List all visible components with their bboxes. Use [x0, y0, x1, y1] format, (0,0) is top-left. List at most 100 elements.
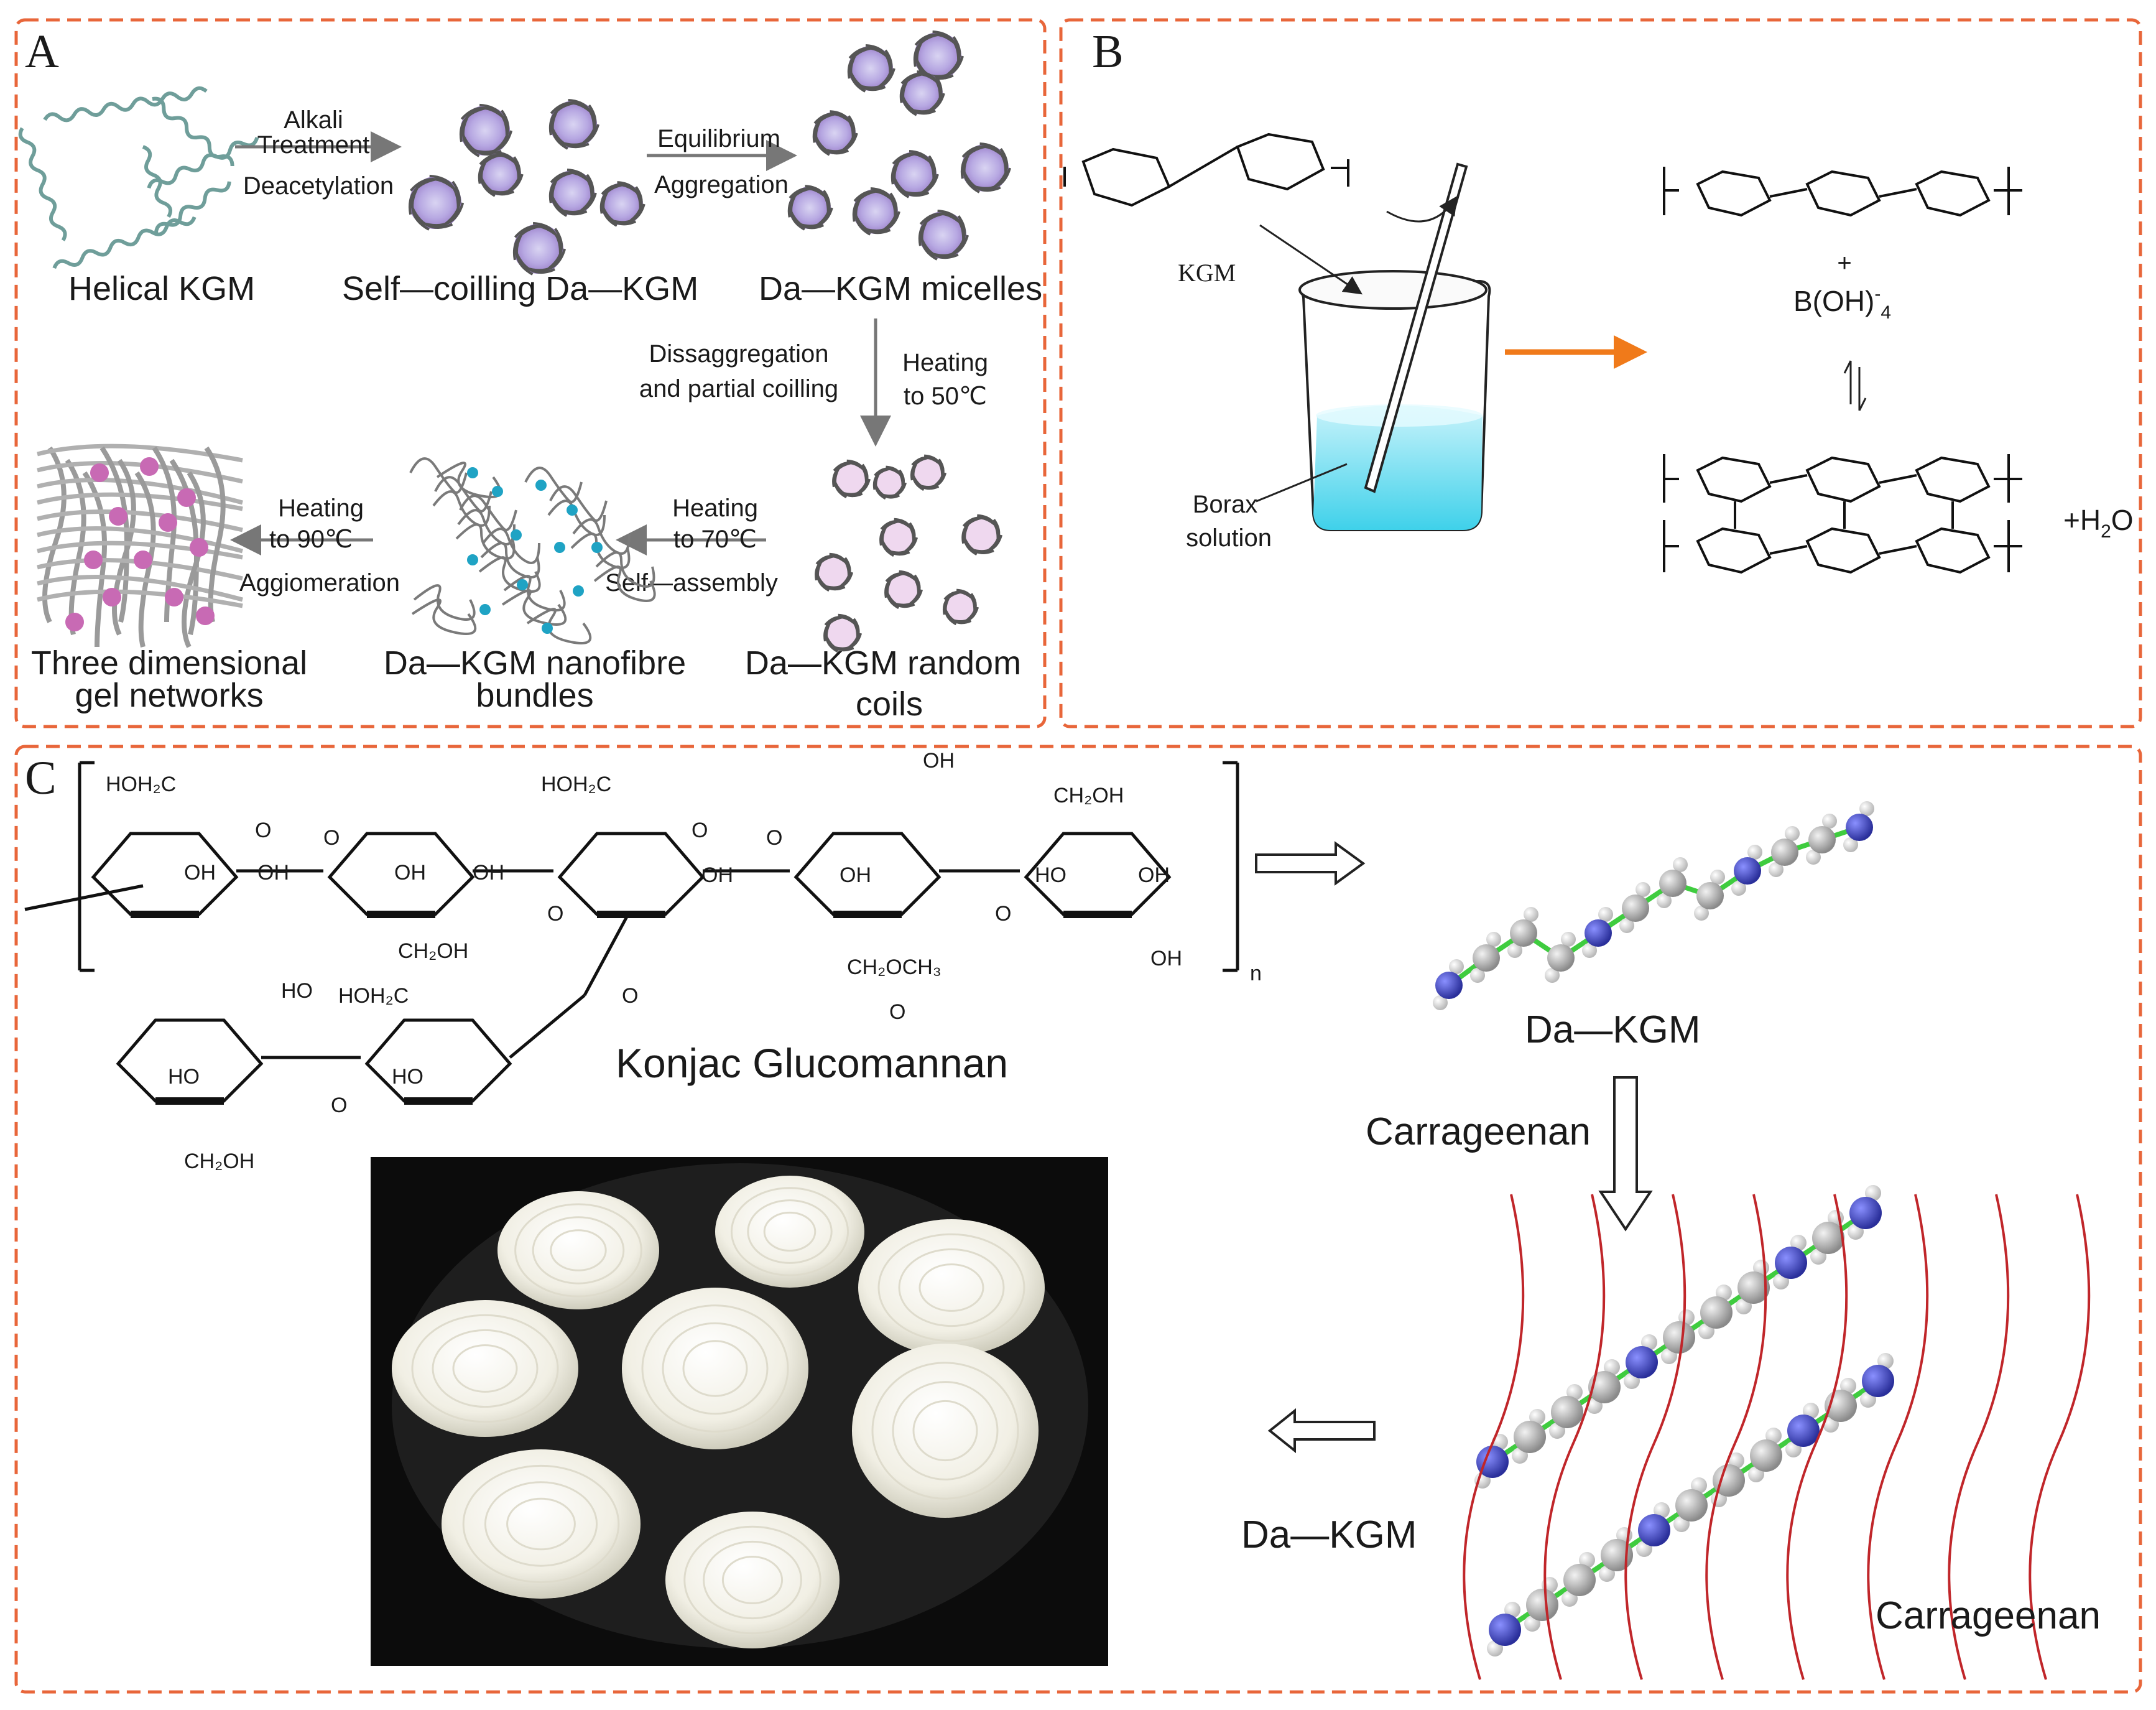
coil-particle	[478, 151, 524, 197]
step5-line3: Aggiomeration	[239, 569, 400, 597]
micelles-label: Da—KGM micelles	[759, 270, 1042, 307]
sugar-ring	[557, 832, 705, 916]
gel-strand	[37, 557, 243, 581]
formula-group: O	[547, 902, 563, 926]
micelle	[787, 185, 833, 231]
hydrogen-atom	[1765, 1428, 1782, 1444]
nitrogen-atom	[1585, 919, 1612, 947]
hydrogen-atom	[1598, 907, 1613, 922]
step3-right-line1: Heating	[902, 349, 988, 376]
micelle	[960, 142, 1011, 193]
gel-node	[196, 606, 215, 625]
hydrogen-atom	[1728, 1452, 1744, 1469]
da-kgm-carrageenan-complex	[1463, 1185, 2091, 1680]
formula-group: O	[766, 826, 782, 850]
glycosidic-bond	[509, 994, 586, 1059]
formula-group: O	[331, 1094, 347, 1117]
formula-group: OH	[923, 749, 955, 773]
gel-node	[165, 588, 183, 606]
formula-group: O	[889, 1000, 905, 1024]
carbon-atom	[1510, 919, 1537, 947]
gel-strand	[37, 478, 243, 505]
gummy-candy	[665, 1512, 840, 1648]
random-coil	[879, 518, 918, 557]
step4-line3: Self—assembly	[605, 569, 778, 597]
nitrogen-atom	[1476, 1446, 1509, 1478]
formula-group: OH	[1138, 863, 1170, 887]
crosslinked-chain	[1663, 454, 2022, 574]
formula-group: CH₂OH	[1053, 784, 1124, 807]
random-coils-line1: Da—KGM random	[745, 644, 1021, 682]
panel-b-letter: B	[1092, 26, 1124, 78]
borate-ion: B(OH)-4	[1793, 284, 1891, 323]
formula-group: CH₂OCH₃	[847, 955, 942, 979]
formula-group: O	[692, 819, 708, 842]
micelle	[812, 110, 858, 156]
fibre-strand	[478, 556, 541, 593]
micelle	[891, 150, 939, 198]
gummy-candy	[497, 1191, 659, 1309]
da-kgm-bottom-label: Da—KGM	[1241, 1513, 1417, 1556]
hydrogen-atom	[1504, 1602, 1520, 1618]
water-term: +H2O	[2063, 504, 2134, 542]
kgm-formula	[24, 761, 1239, 1105]
carbon-atom	[1588, 1371, 1621, 1403]
nitrogen-atom	[1489, 1614, 1521, 1646]
carbon-atom	[1750, 1439, 1782, 1472]
micelle	[852, 187, 900, 236]
gel-node	[159, 513, 177, 532]
gel-node	[65, 613, 84, 631]
helical-kgm-label: Helical KGM	[68, 270, 255, 307]
fibre-strand	[524, 467, 583, 503]
gel-strand	[37, 509, 243, 532]
open-arrow-left	[1267, 1408, 1376, 1454]
random-coil	[961, 514, 1002, 555]
carbon-atom	[1696, 882, 1724, 909]
carbon-atom	[1514, 1421, 1546, 1453]
random-coil	[832, 459, 871, 498]
hydrogen-atom	[1507, 943, 1522, 958]
random-coil	[872, 465, 907, 500]
helical-kgm-strands	[18, 86, 259, 269]
coil-particle	[548, 169, 597, 217]
self-coiling-particles	[409, 99, 645, 276]
fibre-strand	[595, 551, 655, 588]
nanofibre-line1: Da—KGM nanofibre	[384, 644, 686, 682]
hydrogen-atom	[1747, 845, 1762, 860]
panel-a-letter: A	[25, 26, 59, 78]
fibre-strand	[480, 542, 540, 579]
formula-group: CH₂OH	[184, 1150, 254, 1173]
carrageenan-strand	[1463, 1194, 1525, 1680]
hydrogen-atom	[1566, 1384, 1583, 1400]
formula-group: O	[622, 984, 638, 1008]
panel-b: B KGM Borax solution	[1059, 18, 2142, 728]
fibre-node	[517, 579, 528, 590]
fibre-strand	[455, 523, 516, 560]
hydrogen-atom	[1529, 1409, 1545, 1425]
formula-group: HOH₂C	[106, 773, 176, 796]
carbon-atom	[1808, 826, 1836, 853]
hydrogen-atom	[1470, 968, 1485, 983]
carbon-atom	[1663, 1321, 1695, 1354]
random-coil	[910, 454, 946, 491]
hydrogen-atom	[1785, 826, 1800, 841]
fibre-node	[467, 554, 478, 565]
carrageenan-strand	[1786, 1194, 1848, 1680]
hydrogen-atom	[1561, 932, 1576, 947]
hydrogen-atom	[1859, 801, 1874, 816]
gel-node	[140, 457, 159, 476]
carbon-atom	[1737, 1271, 1770, 1304]
hydrogen-atom	[1843, 837, 1858, 852]
hydrogen-atom	[1822, 814, 1837, 829]
coil-particle	[548, 99, 599, 150]
gel-strand	[37, 526, 243, 554]
hydrogen-atom	[1545, 968, 1560, 983]
polysaccharide-chain-top	[1663, 167, 2022, 217]
carbon-atom	[1659, 870, 1686, 897]
gel-strand	[37, 492, 243, 511]
nanofibre-line2: bundles	[476, 677, 593, 714]
da-kgm-top-label: Da—KGM	[1525, 1008, 1700, 1051]
gel-node	[84, 551, 103, 569]
fibre-strand	[413, 584, 476, 621]
